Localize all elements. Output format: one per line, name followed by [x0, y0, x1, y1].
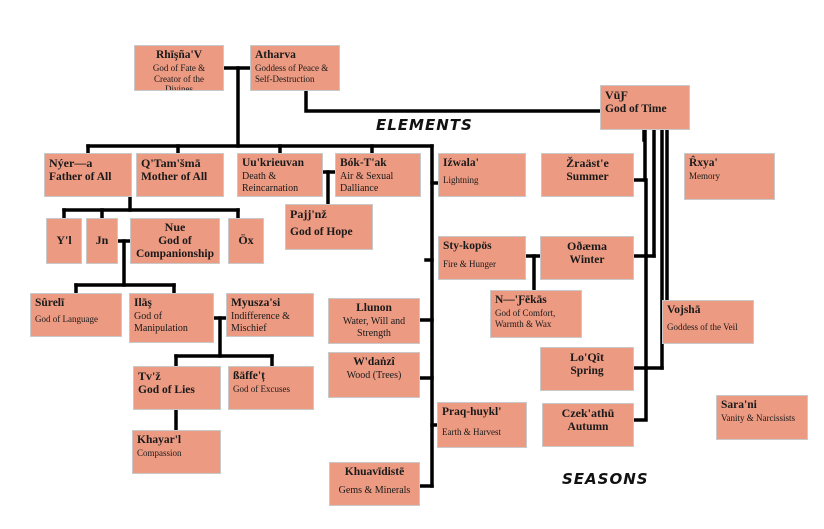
node-name: Jn [95, 233, 109, 247]
node-name: Nue [164, 220, 186, 234]
node-name: Öx [238, 233, 254, 247]
node-name: Sara'ni [721, 399, 757, 411]
node-name: Rhīşña'V [155, 49, 203, 61]
node-name: Oðæma [567, 239, 607, 253]
node-desc: Goddess of the Veil [667, 322, 738, 333]
node-izwala[interactable]: Iźwala' Lightning [438, 153, 526, 197]
node-name: Žraäst'e [566, 156, 609, 170]
node-name: Czek'athū [561, 406, 615, 420]
node-nyer[interactable]: Nýer—a Father of All [44, 153, 132, 197]
node-name: Llunon [356, 302, 392, 314]
node-rxya[interactable]: R̂xya' Memory [684, 153, 775, 200]
node-praqhuykl[interactable]: Praq-huykl' Earth & Harvest [437, 402, 527, 448]
node-desc: God of Excuses [233, 384, 290, 395]
node-czekathu[interactable]: Czek'athū Autumn [542, 403, 634, 447]
node-desc: Death & Reincarnation [242, 171, 299, 194]
node-name: Praq-huykl' [442, 406, 502, 418]
node-loqit[interactable]: Lo'Qît Spring [540, 347, 634, 391]
node-desc: God of Comfort, Warmth & Wax [495, 308, 556, 329]
node-vojsha[interactable]: Vojshā Goddess of the Veil [662, 300, 754, 344]
node-desc: Spring [570, 364, 604, 377]
node-name: R̂xya' [689, 157, 718, 169]
node-desc: Memory [689, 171, 720, 182]
node-name: Khayar'l [137, 434, 182, 446]
node-name: Y'l [56, 233, 72, 247]
node-rhisnav[interactable]: Rhīşña'V God of Fate & Creator of the Di… [134, 45, 224, 91]
node-name: Sûrelī [35, 297, 65, 309]
node-name: Sty-kopös [443, 240, 492, 252]
node-ilas[interactable]: Ilāş God of Manipulation [129, 293, 214, 343]
node-nue[interactable]: Nue God of Companionship [130, 218, 220, 264]
node-desc: Father of All [49, 170, 112, 183]
node-name: Bók-T'ak [340, 157, 387, 169]
node-name: Uu'krieuvan [242, 157, 304, 169]
node-desc: God of Fate & Creator of the Divines [152, 63, 206, 91]
node-desc: God of Time [605, 102, 667, 115]
node-baffet[interactable]: ßäffe'ț God of Excuses [228, 366, 314, 410]
node-desc: Winter [569, 253, 605, 266]
node-ox[interactable]: Öx [228, 218, 264, 264]
node-name: Iźwala' [443, 157, 479, 169]
node-vuf[interactable]: VūƑ God of Time [600, 85, 690, 130]
node-oozema[interactable]: Oðæma Winter [540, 236, 634, 280]
node-yl[interactable]: Y'l [46, 218, 82, 264]
node-llunon[interactable]: Llunon Water, Will and Strength [328, 298, 420, 344]
line [304, 89, 602, 113]
node-khayarl[interactable]: Khayar'l Compassion [132, 430, 221, 474]
node-wdanzi[interactable]: W'daṅzî Wood (Trees) [328, 352, 420, 398]
node-name: Pajj'nž [290, 207, 327, 221]
node-zraaste[interactable]: Žraäst'e Summer [541, 153, 634, 197]
node-name: Ilāş [134, 297, 152, 309]
node-stykopos[interactable]: Sty-kopös Fire & Hunger [438, 236, 526, 280]
node-desc: Lightning [443, 175, 479, 186]
node-qtamsma[interactable]: Q'Tam'šmā Mother of All [136, 153, 224, 197]
node-desc: Water, Will and Strength [342, 316, 406, 339]
node-desc: Air & Sexual Dalliance [340, 171, 394, 194]
label-elements: ELEMENTS [376, 116, 473, 134]
node-desc: God of Companionship [136, 234, 214, 261]
node-desc: God of Language [35, 314, 98, 325]
node-name: Lo'Qît [569, 350, 604, 364]
node-uukrieuvan[interactable]: Uu'krieuvan Death & Reincarnation [237, 153, 323, 197]
node-desc: God of Manipulation [134, 311, 188, 334]
node-name: W'daṅzî [353, 356, 395, 368]
node-boktak[interactable]: Bók-T'ak Air & Sexual Dalliance [335, 153, 421, 197]
node-name: N—'Ƒēkās [495, 294, 547, 306]
node-desc: Mother of All [141, 170, 208, 183]
node-name: Khuavīdistē [344, 466, 405, 478]
node-desc: Gems & Minerals [338, 485, 411, 497]
node-desc: Vanity & Narcissists [721, 413, 795, 424]
node-desc: Fire & Hunger [443, 259, 496, 270]
label-seasons: SEASONS [562, 470, 649, 488]
node-name: Atharva [255, 49, 296, 61]
node-desc: God of Lies [138, 383, 195, 396]
node-desc: Goddess of Peace & Self-Destruction [255, 63, 329, 84]
node-name: Tv'ž [138, 369, 161, 383]
node-desc: Summer [566, 170, 609, 183]
node-name: Nýer—a [49, 156, 93, 170]
node-name: Vojshā [667, 304, 701, 316]
node-desc: God of Hope [290, 225, 353, 238]
node-name: ßäffe'ț [233, 370, 265, 382]
line [632, 178, 648, 422]
node-surelî[interactable]: Sûrelī God of Language [30, 293, 122, 337]
node-nfekas[interactable]: N—'Ƒēkās God of Comfort, Warmth & Wax [490, 290, 582, 338]
node-desc: Autumn [567, 420, 609, 433]
node-tvz[interactable]: Tv'ž God of Lies [133, 366, 221, 410]
node-atharva[interactable]: Atharva Goddess of Peace & Self-Destruct… [250, 45, 340, 91]
node-khuavidiste[interactable]: Khuavīdistē Gems & Minerals [329, 462, 420, 506]
node-desc: Indifference & Mischief [231, 311, 290, 334]
node-desc: Compassion [137, 448, 182, 459]
node-jn[interactable]: Jn [86, 218, 118, 264]
node-sarani[interactable]: Sara'ni Vanity & Narcissists [716, 395, 808, 440]
node-name: Q'Tam'šmā [141, 156, 201, 170]
node-name: VūƑ [605, 88, 628, 102]
node-name: Myusza'si [231, 297, 281, 309]
node-desc: Wood (Trees) [346, 370, 402, 382]
node-pajjnz[interactable]: Pajj'nž God of Hope [285, 204, 373, 250]
node-myuszasi[interactable]: Myusza'si Indifference & Mischief [226, 293, 314, 337]
node-desc: Earth & Harvest [442, 427, 501, 438]
